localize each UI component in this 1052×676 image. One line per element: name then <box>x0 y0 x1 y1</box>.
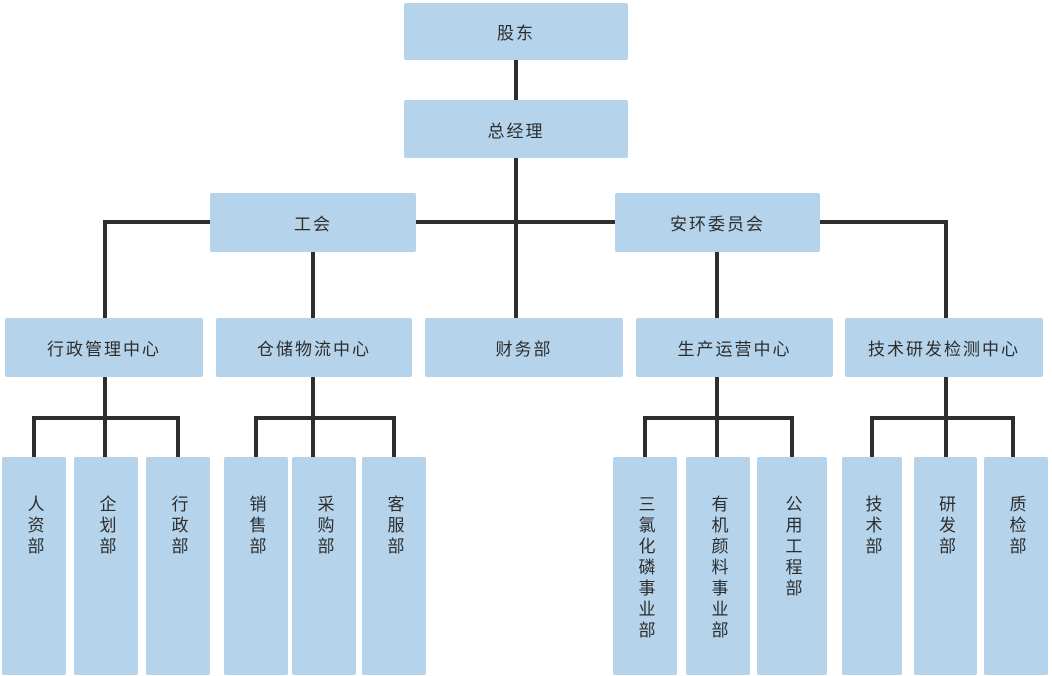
org-node-customer-service-dept: 客服部 <box>362 457 426 675</box>
org-node-label: 有机颜料事业部 <box>708 495 728 642</box>
org-node-planning-dept: 企划部 <box>74 457 138 675</box>
org-node-label: 财务部 <box>495 340 553 359</box>
org-node-label: 技术研发检测中心 <box>868 340 1020 359</box>
org-node-tech-rd-testing-center: 技术研发检测中心 <box>845 318 1043 377</box>
org-node-label: 工会 <box>294 215 332 234</box>
org-node-organic-pigment-division: 有机颜料事业部 <box>686 457 750 675</box>
org-node-technology-dept: 研发部 技术部 <box>842 457 902 675</box>
org-node-finance-dept: 财务部 <box>425 318 623 377</box>
org-node-production-ops-center: 生产运营中心 <box>636 318 833 377</box>
org-node-label: 销售部 <box>246 495 266 558</box>
org-node-admin-mgmt-center: 行政管理中心 <box>5 318 203 377</box>
org-node-safety-env-committee: 安环委员会 <box>615 193 820 252</box>
org-node-label: 采购部 <box>314 495 334 558</box>
org-node-label: 生产运营中心 <box>677 340 792 359</box>
org-node-rd-dept: 研发部 <box>914 457 977 675</box>
org-node-utilities-engineering-dept: 公用工程部 <box>757 457 827 675</box>
org-node-label: 企划部 <box>96 495 116 558</box>
org-node-label: 人资部 <box>24 495 44 558</box>
org-node-purchasing-dept: 采购部 <box>292 457 356 675</box>
org-node-warehouse-logistics-center: 仓储物流中心 <box>216 318 412 377</box>
org-node-sales-dept: 销售部 <box>224 457 288 675</box>
org-node-label: 仓储物流中心 <box>257 340 371 359</box>
org-node-label: 三氯化磷事业部 <box>635 495 655 642</box>
org-node-quality-inspection-dept: 质检部 <box>984 457 1048 675</box>
org-node-labor-union: 工会 <box>210 193 416 252</box>
org-node-label: 客服部 <box>384 495 404 558</box>
org-node-phosphorus-trichloride-division: 三氯化磷事业部 <box>613 457 677 675</box>
org-node-label: 公用工程部 <box>782 495 802 600</box>
org-node-label: 总经理 <box>487 121 545 141</box>
org-node-label: 技术部 <box>862 495 882 558</box>
org-node-label: 质检部 <box>1006 495 1026 558</box>
org-node-label: 行政管理中心 <box>47 340 161 359</box>
org-node-shareholders: 股东 <box>404 3 628 60</box>
org-node-general-manager: 总经理 <box>404 100 628 158</box>
org-node-admin-dept: 行政部 <box>146 457 210 675</box>
org-node-label: 股东 <box>497 24 535 43</box>
org-node-label: 行政部 <box>168 495 188 558</box>
org-node-hr-dept: 人资部 <box>2 457 66 675</box>
org-node-label: 安环委员会 <box>670 215 765 234</box>
org-node-label: 研发部 <box>936 495 955 558</box>
